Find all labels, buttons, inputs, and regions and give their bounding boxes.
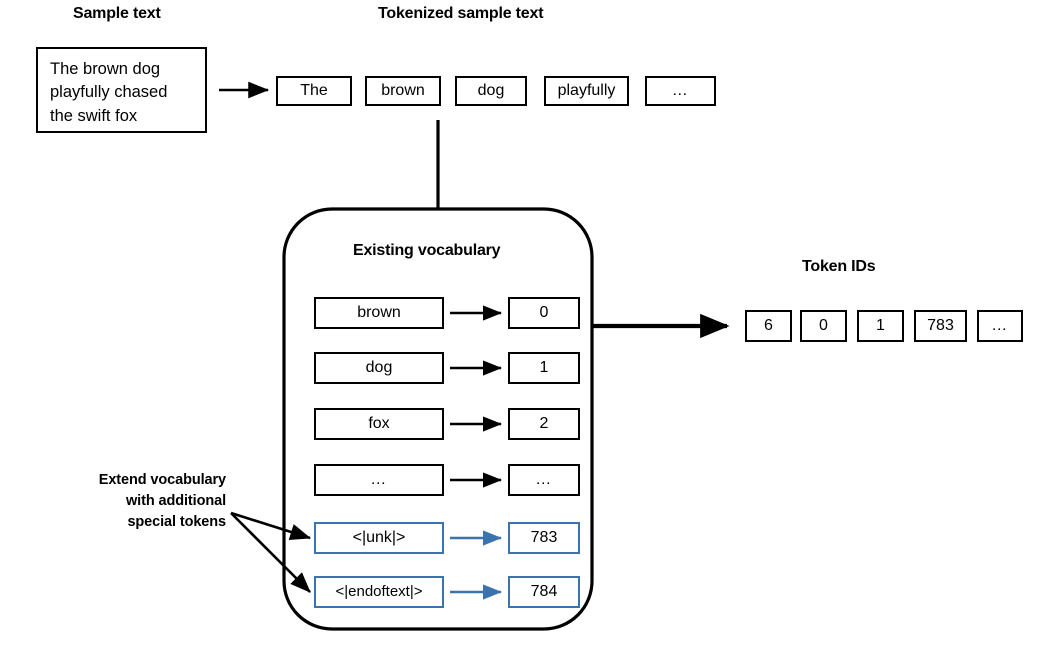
token-id-box: … bbox=[977, 310, 1023, 342]
vocab-word-box: fox bbox=[314, 408, 444, 440]
sample-text-box: The brown dog playfully chased the swift… bbox=[36, 47, 207, 133]
sample-text-line-1: The brown dog bbox=[50, 60, 161, 78]
token-id-box: 6 bbox=[745, 310, 792, 342]
vocab-word-box: dog bbox=[314, 352, 444, 384]
sample-text-heading: Sample text bbox=[73, 5, 161, 22]
vocab-word-box: … bbox=[314, 464, 444, 496]
vocab-word-box-special: <|unk|> bbox=[314, 522, 444, 554]
token-id-box: 1 bbox=[857, 310, 904, 342]
extend-annotation-line-3: special tokens bbox=[127, 514, 226, 531]
extend-vocabulary-annotation: Extend vocabulary with additional specia… bbox=[31, 470, 226, 533]
vocab-word-box-special: <|endoftext|> bbox=[314, 576, 444, 608]
token-box: brown bbox=[365, 76, 441, 106]
vocab-word-box: brown bbox=[314, 297, 444, 329]
vocab-id-box: 0 bbox=[508, 297, 580, 329]
vocab-id-box-special: 784 bbox=[508, 576, 580, 608]
vocab-id-box: … bbox=[508, 464, 580, 496]
token-box: playfully bbox=[544, 76, 629, 106]
vocab-id-box: 1 bbox=[508, 352, 580, 384]
token-box: dog bbox=[455, 76, 527, 106]
token-box: The bbox=[276, 76, 352, 106]
extend-annotation-line-2: with additional bbox=[126, 493, 226, 510]
vocab-id-box-special: 783 bbox=[508, 522, 580, 554]
token-id-box: 783 bbox=[914, 310, 967, 342]
token-id-box: 0 bbox=[800, 310, 847, 342]
tokenized-text-heading: Tokenized sample text bbox=[378, 5, 544, 22]
token-ids-heading: Token IDs bbox=[802, 258, 876, 275]
vocabulary-heading: Existing vocabulary bbox=[353, 242, 501, 259]
token-box: … bbox=[645, 76, 716, 106]
vocab-id-box: 2 bbox=[508, 408, 580, 440]
extend-annotation-line-1: Extend vocabulary bbox=[98, 472, 226, 488]
sample-text-line-3: the swift fox bbox=[50, 106, 138, 125]
sample-text-line-2: playfully chased bbox=[50, 83, 168, 102]
